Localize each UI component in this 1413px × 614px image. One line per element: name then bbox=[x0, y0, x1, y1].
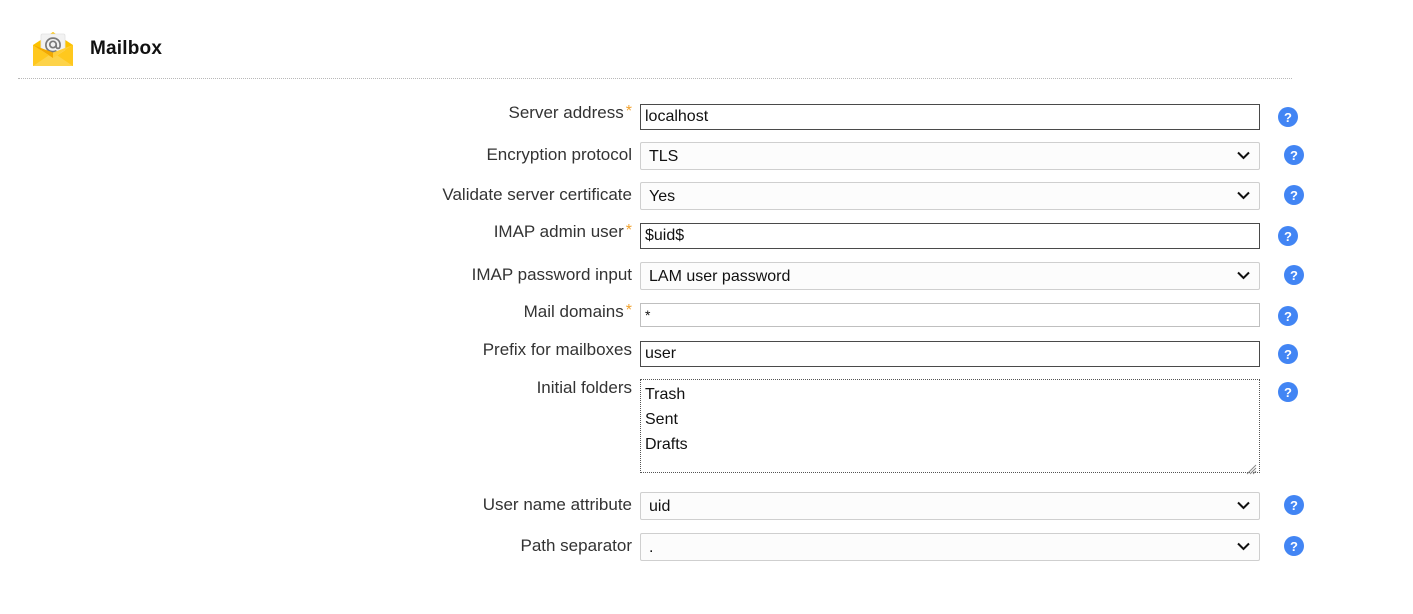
help-icon-user-name-attribute[interactable]: ? bbox=[1284, 495, 1304, 515]
label-text: Prefix for mailboxes bbox=[482, 340, 632, 359]
form-row-path-separator: Path separator . ? bbox=[0, 533, 1413, 561]
label-mail-domains: Mail domains* bbox=[0, 302, 640, 321]
form-row-encryption-protocol: Encryption protocol TLS ? bbox=[0, 142, 1413, 170]
label-imap-admin-user: IMAP admin user* bbox=[0, 222, 640, 241]
label-encryption-protocol: Encryption protocol bbox=[0, 142, 640, 163]
label-text: User name attribute bbox=[482, 495, 632, 514]
label-text: Validate server certificate bbox=[442, 185, 632, 204]
help-icon-imap-admin-user[interactable]: ? bbox=[1278, 226, 1298, 246]
label-text: Path separator bbox=[520, 536, 632, 555]
page-title: Mailbox bbox=[90, 37, 163, 59]
label-text: Encryption protocol bbox=[486, 145, 632, 164]
path-separator-select[interactable]: . bbox=[640, 533, 1260, 561]
help-icon-validate-server-certificate[interactable]: ? bbox=[1284, 185, 1304, 205]
imap-password-input-select-wrap: LAM user password bbox=[640, 262, 1260, 290]
mail-domains-input[interactable] bbox=[640, 303, 1260, 327]
imap-password-input-select[interactable]: LAM user password bbox=[640, 262, 1260, 290]
help-icon-path-separator[interactable]: ? bbox=[1284, 536, 1304, 556]
label-server-address: Server address* bbox=[0, 103, 640, 122]
form-row-validate-server-certificate: Validate server certificate Yes ? bbox=[0, 182, 1413, 210]
help-icon-initial-folders[interactable]: ? bbox=[1278, 382, 1298, 402]
label-user-name-attribute: User name attribute bbox=[0, 492, 640, 513]
label-imap-password-input: IMAP password input bbox=[0, 262, 640, 283]
header-divider bbox=[18, 78, 1292, 79]
form-row-user-name-attribute: User name attribute uid ? bbox=[0, 492, 1413, 520]
label-validate-server-certificate: Validate server certificate bbox=[0, 182, 640, 203]
user-name-attribute-select[interactable]: uid bbox=[640, 492, 1260, 520]
required-marker: * bbox=[625, 222, 632, 239]
mailbox-envelope-icon bbox=[30, 29, 76, 69]
form-row-prefix-for-mailboxes: Prefix for mailboxes ? bbox=[0, 341, 1413, 367]
help-icon-encryption-protocol[interactable]: ? bbox=[1284, 145, 1304, 165]
label-text: Mail domains bbox=[523, 302, 624, 321]
label-prefix-for-mailboxes: Prefix for mailboxes bbox=[0, 341, 640, 358]
validate-server-certificate-select-wrap: Yes bbox=[640, 182, 1260, 210]
encryption-protocol-select-wrap: TLS bbox=[640, 142, 1260, 170]
validate-server-certificate-select[interactable]: Yes bbox=[640, 182, 1260, 210]
required-marker: * bbox=[625, 103, 632, 120]
label-text: IMAP password input bbox=[471, 265, 632, 284]
help-icon-imap-password-input[interactable]: ? bbox=[1284, 265, 1304, 285]
help-icon-server-address[interactable]: ? bbox=[1278, 107, 1298, 127]
encryption-protocol-select[interactable]: TLS bbox=[640, 142, 1260, 170]
label-text: Initial folders bbox=[536, 378, 632, 397]
imap-admin-user-input[interactable] bbox=[640, 223, 1260, 249]
form-row-initial-folders: Initial folders Trash Sent Drafts ? bbox=[0, 379, 1413, 478]
server-address-input[interactable] bbox=[640, 104, 1260, 130]
prefix-for-mailboxes-input[interactable] bbox=[640, 341, 1260, 367]
label-text: Server address bbox=[508, 103, 624, 122]
initial-folders-textarea[interactable]: Trash Sent Drafts bbox=[640, 379, 1260, 473]
label-path-separator: Path separator bbox=[0, 533, 640, 554]
path-separator-select-wrap: . bbox=[640, 533, 1260, 561]
initial-folders-textarea-wrap: Trash Sent Drafts bbox=[640, 379, 1260, 478]
label-initial-folders: Initial folders bbox=[0, 379, 640, 396]
required-marker: * bbox=[625, 302, 632, 319]
help-icon-prefix-for-mailboxes[interactable]: ? bbox=[1278, 344, 1298, 364]
form-row-imap-password-input: IMAP password input LAM user password ? bbox=[0, 262, 1413, 290]
form-row-imap-admin-user: IMAP admin user* ? bbox=[0, 223, 1413, 249]
help-icon-mail-domains[interactable]: ? bbox=[1278, 306, 1298, 326]
form-row-mail-domains: Mail domains* ? bbox=[0, 303, 1413, 327]
form-row-server-address: Server address* ? bbox=[0, 104, 1413, 130]
user-name-attribute-select-wrap: uid bbox=[640, 492, 1260, 520]
mailbox-settings-form: Server address* ? Encryption protocol TL… bbox=[0, 80, 1413, 561]
label-text: IMAP admin user bbox=[493, 222, 624, 241]
page-header: Mailbox bbox=[0, 0, 1413, 80]
